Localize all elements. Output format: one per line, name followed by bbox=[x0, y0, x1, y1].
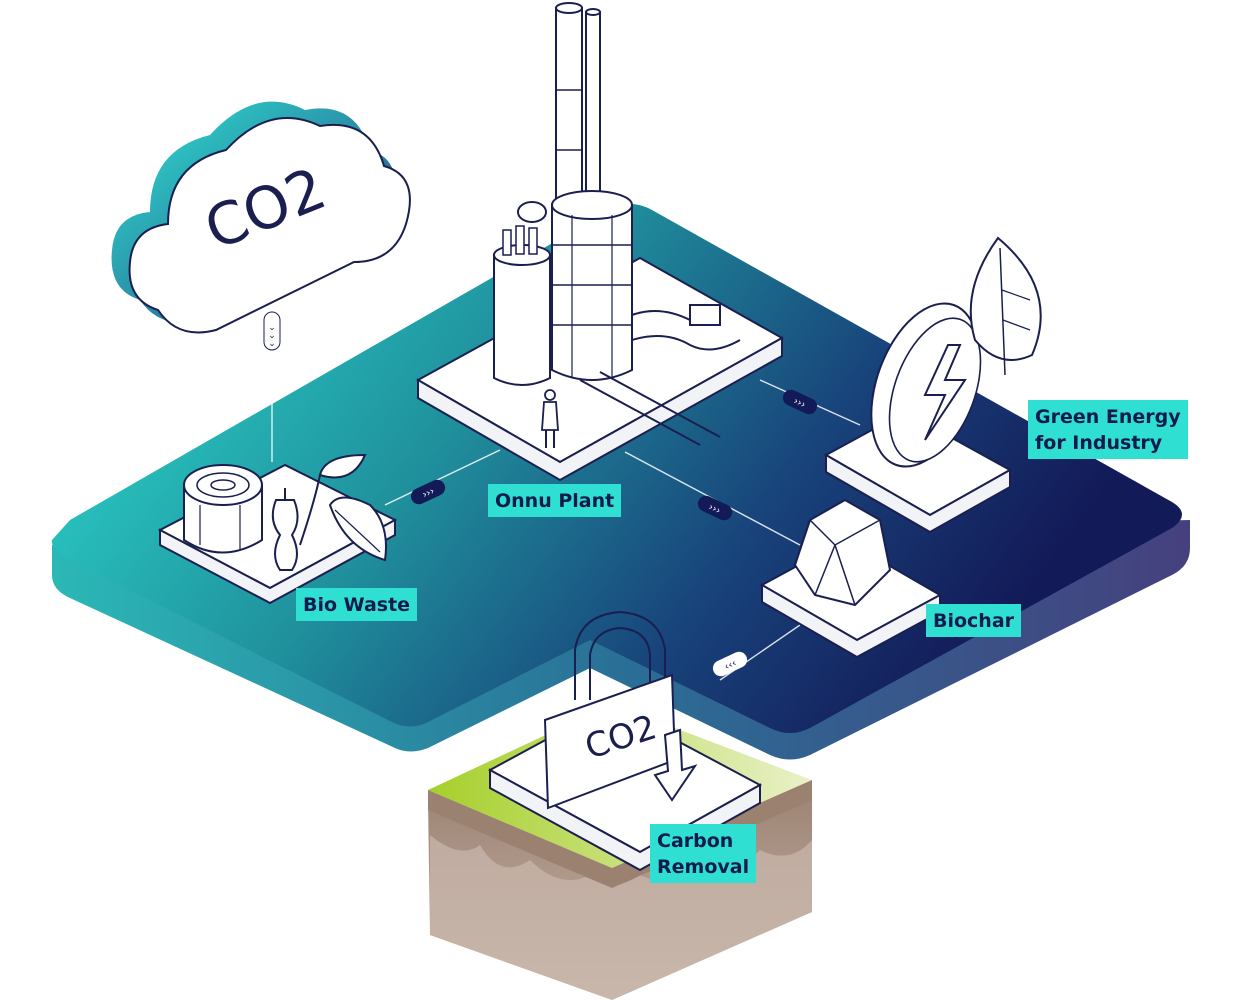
svg-text:⌄: ⌄ bbox=[268, 331, 276, 341]
label-onnu-plant: Onnu Plant bbox=[488, 484, 622, 517]
carbon-removal-tile: CO2 bbox=[487, 610, 763, 872]
pipes-icon bbox=[579, 304, 741, 446]
reactor-tower-icon bbox=[551, 190, 633, 381]
worker-figure-icon bbox=[541, 389, 559, 448]
flow-arrow-plant-to-biochar: ››› bbox=[697, 495, 733, 521]
padlock-icon: CO2 bbox=[543, 610, 677, 810]
flow-arrow-cloud-down: ⌄ ⌄ ⌄ bbox=[263, 311, 281, 351]
tree-stump-icon bbox=[183, 464, 263, 554]
svg-text:›››: ››› bbox=[792, 396, 808, 411]
bio-waste-tile bbox=[157, 453, 398, 605]
co2-cloud-icon: CO2 bbox=[111, 101, 411, 334]
flow-arrow-plant-to-energy: ››› bbox=[782, 389, 818, 415]
svg-text:›››: ››› bbox=[421, 486, 437, 501]
lightning-disc-icon bbox=[870, 302, 982, 468]
svg-text:⌄: ⌄ bbox=[268, 323, 276, 333]
flow-arrow-bio-to-plant: ››› bbox=[410, 479, 446, 505]
apple-core-icon bbox=[271, 488, 299, 571]
label-biochar: Biochar bbox=[926, 604, 1022, 637]
down-arrow-icon bbox=[653, 728, 698, 802]
chimney-icon bbox=[555, 2, 601, 209]
biochar-rock-icon bbox=[793, 498, 892, 607]
storage-column-icon bbox=[493, 201, 551, 386]
flow-arrow-biochar-to-removal: ‹‹‹ bbox=[712, 651, 748, 677]
biochar-tile bbox=[759, 498, 943, 659]
label-green-energy: Green Energy for Industry bbox=[1028, 400, 1188, 459]
leaf-icon bbox=[969, 236, 1042, 376]
label-bio-waste: Bio Waste bbox=[296, 588, 418, 621]
svg-text:›››: ››› bbox=[707, 502, 723, 517]
green-energy-tile bbox=[823, 236, 1042, 534]
svg-text:⌄: ⌄ bbox=[268, 339, 276, 349]
onnu-plant-tile bbox=[415, 2, 785, 482]
svg-text:‹‹‹: ‹‹‹ bbox=[723, 658, 739, 673]
label-carbon-removal: Carbon Removal bbox=[650, 824, 757, 883]
leaf-sprout-icon bbox=[299, 453, 387, 562]
